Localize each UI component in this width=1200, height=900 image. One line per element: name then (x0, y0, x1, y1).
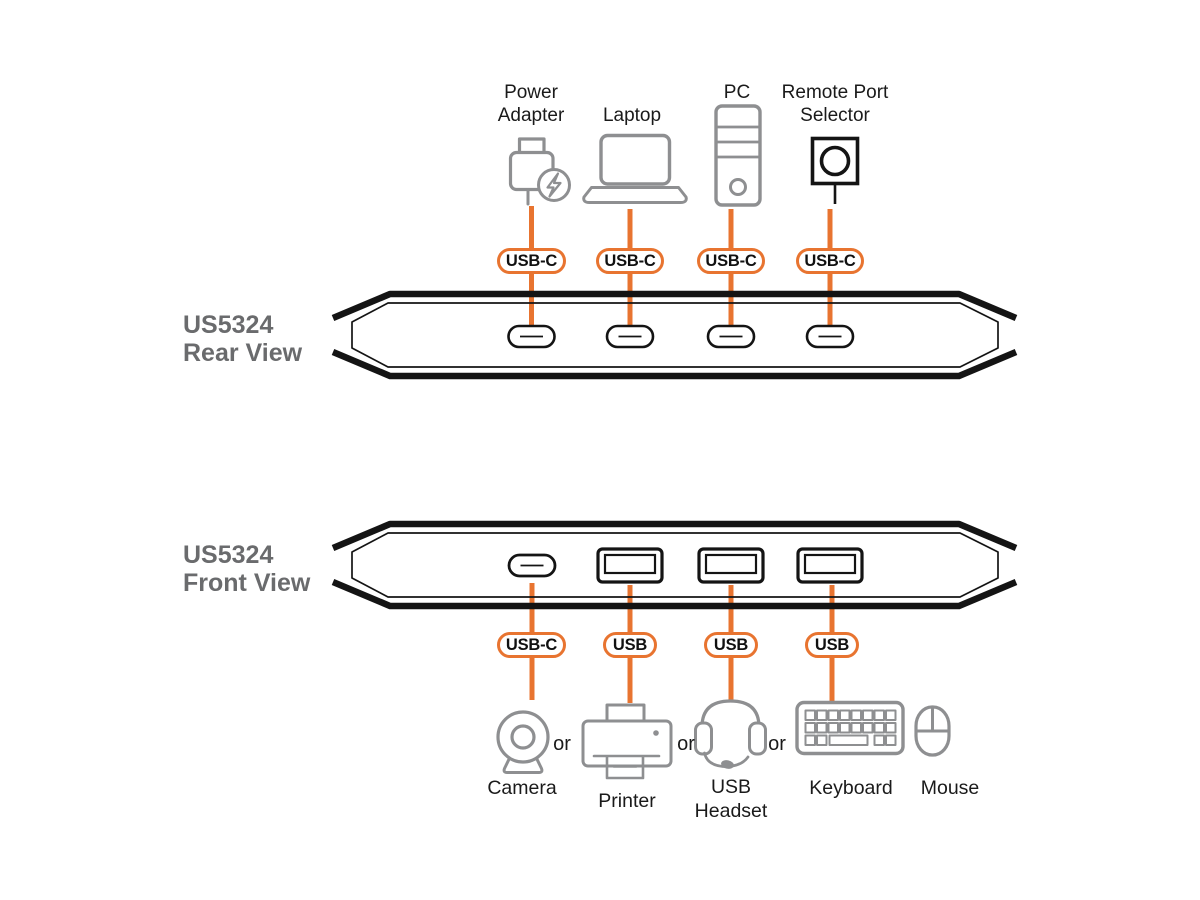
keyboard-icon (795, 700, 905, 756)
usb-a-port-icon (596, 547, 664, 584)
usb-headset-label: USB Headset (669, 775, 793, 823)
remote-port-selector-icon (810, 136, 860, 204)
usb-a-port-icon (697, 547, 765, 584)
port-badge-usb-c: USB-C (497, 632, 566, 658)
label-line: PC (723, 82, 751, 103)
printer-icon (581, 703, 673, 780)
front-ports (507, 547, 864, 584)
port-badge-usb: USB (704, 632, 758, 658)
label-line: Adapter (497, 105, 565, 126)
usb-c-port-icon (605, 324, 655, 349)
label-line: Remote Port (781, 82, 889, 103)
power-adapter-icon (508, 137, 571, 206)
label-line: Power (504, 82, 558, 103)
mouse-icon (914, 705, 951, 757)
port-badge-usb: USB (805, 632, 859, 658)
front-device-bar (331, 520, 1018, 610)
usb-c-port-icon (507, 553, 557, 578)
front-connection-lines (529, 583, 835, 703)
rear-view-title: US5324 Rear View (183, 311, 302, 367)
port-badge-usb-c: USB-C (697, 248, 765, 274)
label-line: Keyboard (809, 777, 893, 799)
title-line: US5324 (183, 311, 274, 339)
usb-a-port-icon (796, 547, 864, 584)
pc-icon (714, 104, 762, 207)
label-line: Headset (694, 800, 768, 822)
laptop-icon (582, 133, 688, 204)
front-view-title: US5324 Front View (183, 541, 310, 597)
mouse-label: Mouse (900, 777, 1000, 800)
usb-c-port-icon (805, 324, 855, 349)
label-line: Printer (598, 790, 656, 812)
or-connector-label: or (553, 733, 571, 755)
pc-label: PC (697, 81, 777, 104)
port-badge-usb-c: USB-C (497, 248, 566, 274)
usb-c-port-icon (507, 324, 556, 349)
power-adapter-label: Power Adapter (461, 81, 601, 127)
port-badge-usb-c: USB-C (796, 248, 864, 274)
printer-label: Printer (565, 790, 689, 813)
remote-port-selector-label: Remote Port Selector (755, 81, 915, 127)
label-line: Camera (487, 777, 557, 799)
usb-c-port-icon (706, 324, 756, 349)
label-line: USB (710, 776, 752, 798)
port-badge-usb-c: USB-C (596, 248, 664, 274)
usb-headset-icon (694, 699, 767, 769)
title-line: Rear View (183, 339, 303, 367)
label-line: Mouse (920, 777, 980, 799)
port-badge-usb: USB (603, 632, 657, 658)
title-line: Front View (183, 569, 311, 597)
rear-view-group (331, 104, 1018, 380)
or-connector-label: or (768, 733, 786, 755)
camera-label: Camera (460, 777, 584, 800)
camera-icon (496, 710, 550, 774)
keyboard-label: Keyboard (786, 777, 916, 800)
label-line: Laptop (602, 105, 662, 126)
front-view-group (331, 520, 1018, 780)
rear-device-bar (331, 290, 1018, 380)
label-line: Selector (800, 105, 870, 126)
rear-usb-c-ports (507, 324, 855, 349)
title-line: US5324 (183, 541, 274, 569)
or-connector-label: or (677, 733, 695, 755)
laptop-label: Laptop (572, 104, 692, 127)
